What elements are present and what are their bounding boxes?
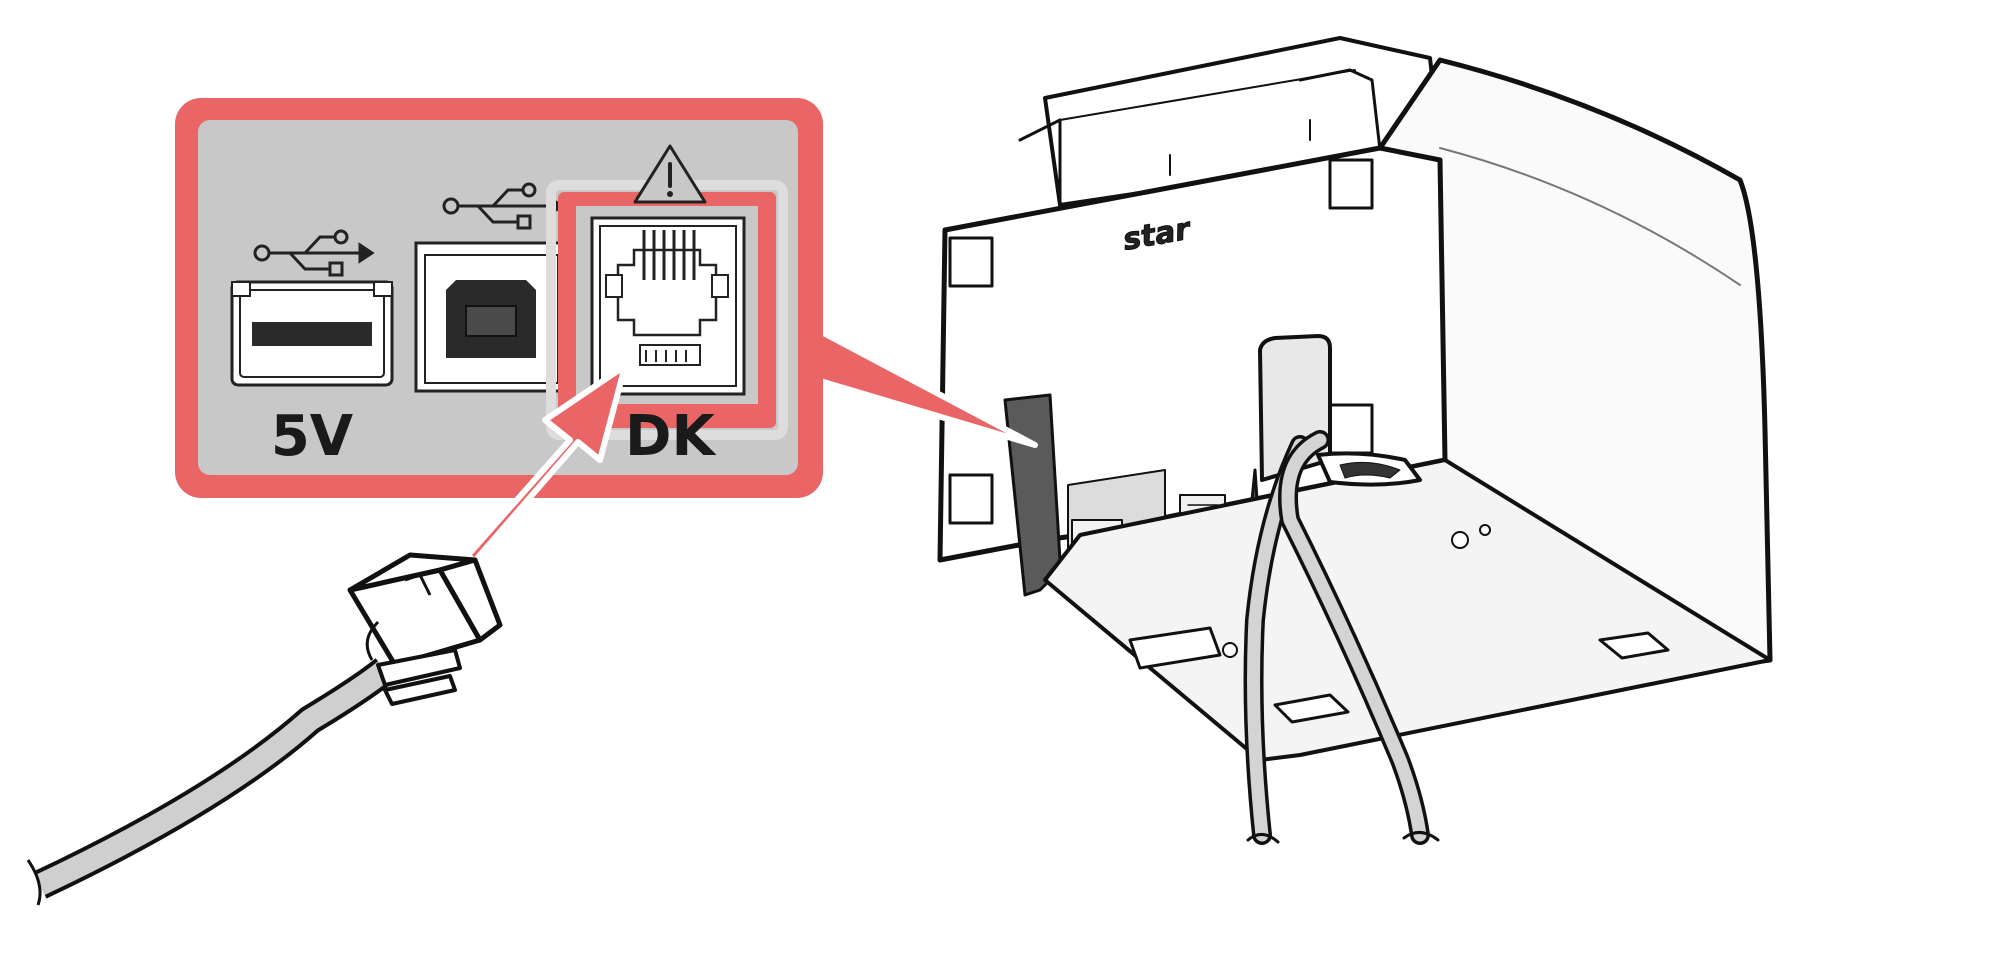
label-5v: 5V	[271, 404, 354, 469]
usb-b-icon	[414, 241, 568, 393]
rj12-port-icon	[590, 216, 746, 396]
rj12-plug-icon	[26, 552, 503, 906]
usb-symbol-icon	[253, 229, 375, 277]
insert-arrow-icon	[465, 363, 628, 565]
usb-a-icon	[230, 280, 394, 387]
printer-illustration: star 5V DK	[937, 36, 1773, 845]
label-dk: DK	[625, 404, 717, 469]
port-callout: 5V DK	[175, 98, 823, 498]
warning-icon	[633, 144, 707, 204]
